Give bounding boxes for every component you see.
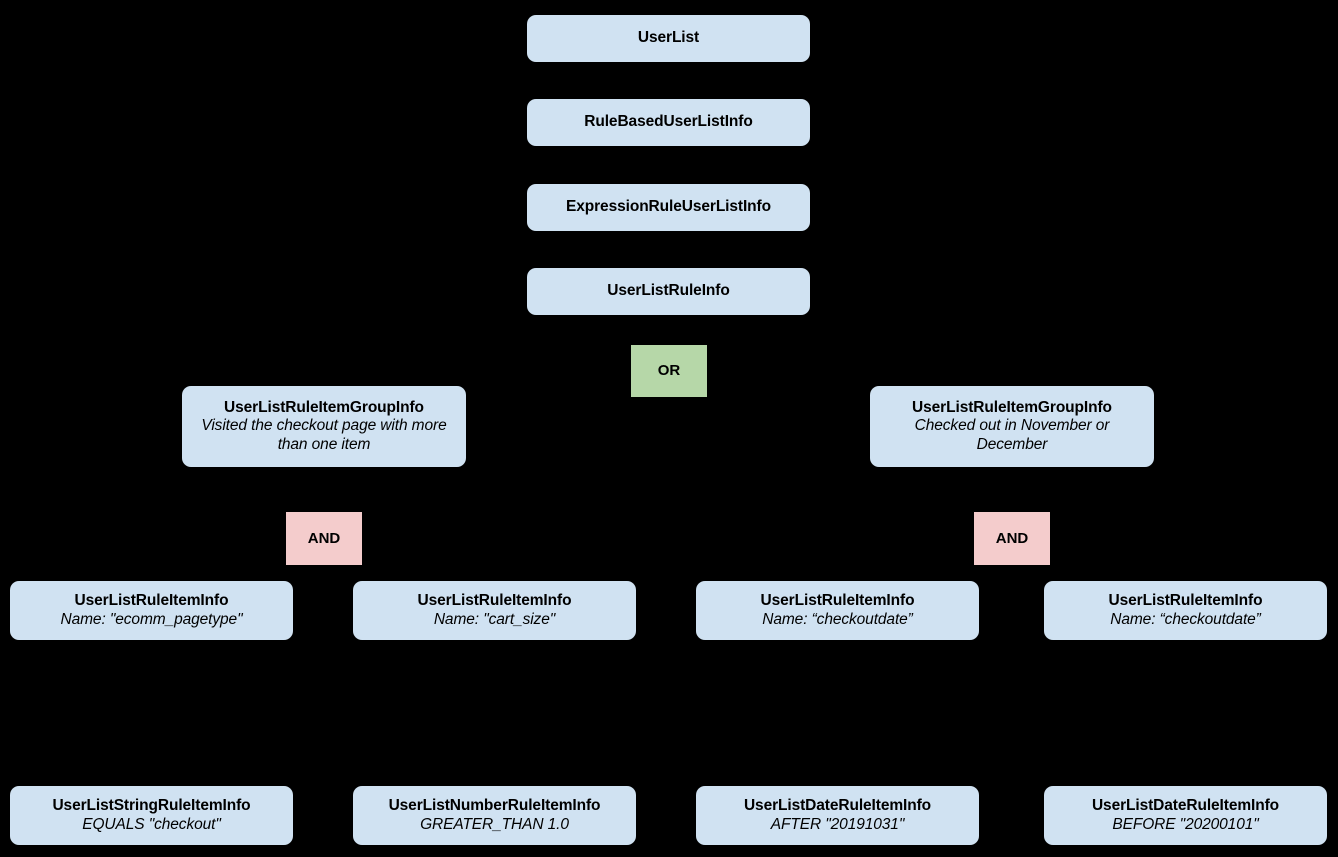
node-rule-item-4[interactable]: UserListRuleItemInfo Name: “checkoutdate…	[1044, 581, 1327, 640]
node-expression-rule-user-list-info-title: ExpressionRuleUserListInfo	[566, 198, 771, 216]
node-rule-item-1-subtitle: Name: "ecomm_pagetype"	[60, 610, 243, 628]
node-leaf-1-subtitle: EQUALS "checkout"	[82, 815, 221, 833]
node-user-list-rule-info[interactable]: UserListRuleInfo	[527, 268, 810, 315]
operator-and-left[interactable]: AND	[286, 512, 362, 565]
node-rule-item-2[interactable]: UserListRuleItemInfo Name: "cart_size"	[353, 581, 636, 640]
node-user-list-rule-info-title: UserListRuleInfo	[607, 282, 730, 300]
node-rule-item-2-title: UserListRuleItemInfo	[417, 592, 572, 610]
node-leaf-3-title: UserListDateRuleItemInfo	[743, 797, 932, 815]
operator-or[interactable]: OR	[631, 345, 707, 397]
node-rule-item-3-subtitle: Name: “checkoutdate”	[762, 610, 913, 628]
node-leaf-4[interactable]: UserListDateRuleItemInfo BEFORE "2020010…	[1044, 786, 1327, 845]
node-leaf-2-subtitle: GREATER_THAN 1.0	[420, 815, 569, 833]
operator-and-right[interactable]: AND	[974, 512, 1050, 565]
node-group-right[interactable]: UserListRuleItemGroupInfo Checked out in…	[870, 386, 1154, 467]
node-leaf-3[interactable]: UserListDateRuleItemInfo AFTER "20191031…	[696, 786, 979, 845]
node-group-left-title: UserListRuleItemGroupInfo	[224, 399, 424, 417]
node-group-left[interactable]: UserListRuleItemGroupInfo Visited the ch…	[182, 386, 466, 467]
node-leaf-3-subtitle: AFTER "20191031"	[770, 815, 905, 833]
node-rule-based-user-list-info[interactable]: RuleBasedUserListInfo	[527, 99, 810, 146]
node-rule-item-4-title: UserListRuleItemInfo	[1108, 592, 1263, 610]
node-group-right-title: UserListRuleItemGroupInfo	[912, 399, 1112, 417]
node-rule-item-4-subtitle: Name: “checkoutdate”	[1110, 610, 1261, 628]
node-rule-item-2-subtitle: Name: "cart_size"	[433, 610, 556, 628]
node-expression-rule-user-list-info[interactable]: ExpressionRuleUserListInfo	[527, 184, 810, 231]
node-rule-item-1-title: UserListRuleItemInfo	[74, 592, 229, 610]
node-group-right-subtitle: Checked out in November or December	[914, 417, 1110, 453]
node-user-list[interactable]: UserList	[527, 15, 810, 62]
operator-and-right-label: AND	[995, 529, 1029, 547]
node-leaf-4-subtitle: BEFORE "20200101"	[1112, 815, 1259, 833]
node-group-left-subtitle: Visited the checkout page with more than…	[201, 417, 447, 453]
operator-and-left-label: AND	[307, 529, 341, 547]
node-rule-item-1[interactable]: UserListRuleItemInfo Name: "ecomm_pagety…	[10, 581, 293, 640]
node-leaf-2-title: UserListNumberRuleItemInfo	[388, 797, 601, 815]
node-leaf-2[interactable]: UserListNumberRuleItemInfo GREATER_THAN …	[353, 786, 636, 845]
node-leaf-1-title: UserListStringRuleItemInfo	[52, 797, 251, 815]
node-leaf-1[interactable]: UserListStringRuleItemInfo EQUALS "check…	[10, 786, 293, 845]
node-rule-item-3[interactable]: UserListRuleItemInfo Name: “checkoutdate…	[696, 581, 979, 640]
operator-or-label: OR	[657, 362, 681, 380]
node-rule-based-user-list-info-title: RuleBasedUserListInfo	[584, 113, 753, 131]
node-leaf-4-title: UserListDateRuleItemInfo	[1091, 797, 1280, 815]
node-user-list-title: UserList	[637, 29, 700, 47]
node-rule-item-3-title: UserListRuleItemInfo	[760, 592, 915, 610]
